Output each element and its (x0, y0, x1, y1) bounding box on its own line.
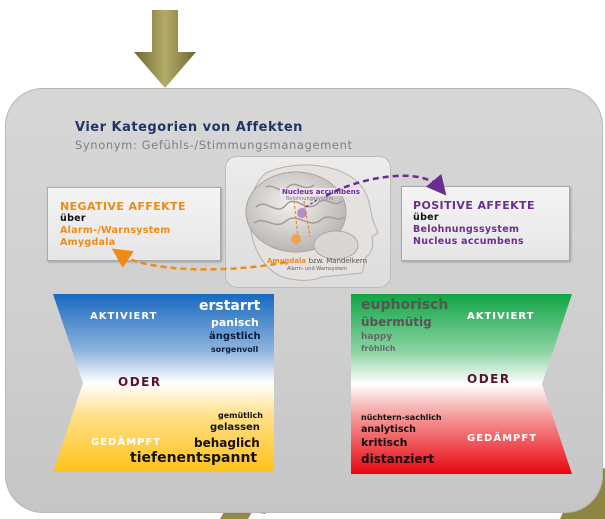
word-aengstlich: ängstlich (209, 331, 261, 342)
word-analytisch: analytisch (361, 424, 416, 435)
positive-line-2: Belohnungssystem (413, 224, 520, 235)
negative-field-shape (53, 294, 274, 472)
word-happy: happy (361, 332, 393, 342)
right-oder-label: ODER (467, 372, 511, 386)
word-froehlich: fröhlich (361, 344, 396, 353)
negative-line-2: Alarm-/Warnsystem (60, 225, 171, 236)
positive-line-3: Nucleus accumbens (413, 236, 524, 247)
negative-line-1: über (60, 213, 86, 224)
arrow-top-icon (134, 10, 196, 88)
word-euphorisch: euphorisch (361, 297, 449, 313)
negative-heading: NEGATIVE AFFEKTE (60, 200, 186, 213)
positive-affects-box: POSITIVE AFFEKTE über Belohnungssystem N… (401, 186, 570, 261)
left-oder-label: ODER (118, 375, 162, 389)
word-panisch: panisch (211, 316, 259, 329)
left-aktiviert-label: AKTIVIERT (90, 311, 158, 322)
negative-line-3: Amygdala (60, 237, 116, 248)
word-sorgenvoll: sorgenvoll (211, 345, 259, 354)
nucleus-sublabel: Belohnungssystem (286, 196, 334, 202)
positive-heading: POSITIVE AFFEKTE (413, 199, 535, 212)
amygdala-label: Amygdala bzw. Mandelkern (267, 257, 368, 265)
word-kritisch: kritisch (361, 436, 408, 449)
word-behaglich: behaglich (194, 436, 260, 450)
right-aktiviert-label: AKTIVIERT (467, 311, 535, 322)
word-distanziert: distanziert (361, 452, 435, 466)
word-nuechtern-sachlich: nüchtern-sachlich (361, 413, 442, 422)
word-gelassen: gelassen (210, 422, 260, 433)
positive-line-1: über (413, 212, 439, 223)
amygdala-sublabel: Alarm- und Warnsystem (287, 266, 348, 272)
nucleus-label: Nucleus accumbens (280, 188, 362, 196)
word-uebermuetig: übermütig (361, 315, 432, 329)
left-gedaempft-label: GEDÄMPFT (91, 437, 162, 448)
word-erstarrt: erstarrt (199, 298, 261, 314)
word-gemuetlich: gemütlich (218, 411, 263, 420)
word-tiefenentspannt: tiefenentspannt (130, 450, 258, 466)
diagram-subtitle: Synonym: Gefühls-/Stimmungsmanagement (75, 138, 353, 152)
right-gedaempft-label: GEDÄMPFT (467, 433, 538, 444)
diagram-title: Vier Kategorien von Affekten (75, 120, 303, 135)
positive-field-shape (351, 294, 572, 474)
